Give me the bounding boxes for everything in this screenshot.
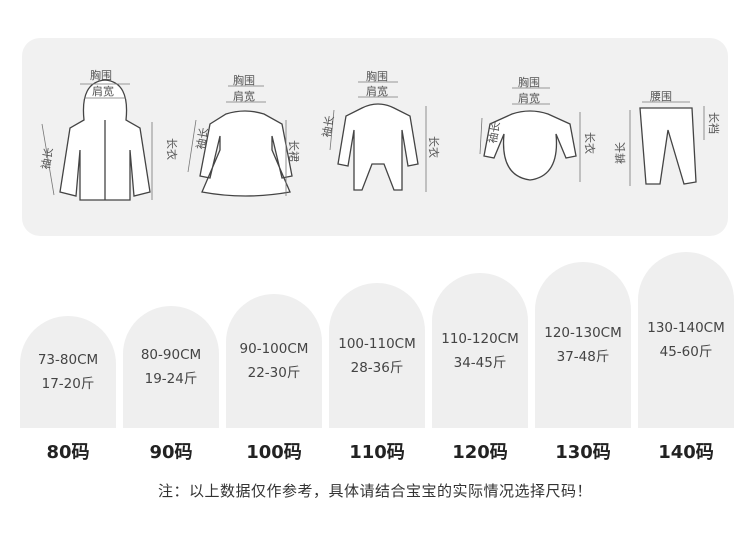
weight-range: 17-20斤 xyxy=(41,376,95,392)
size-label-90: 90码 xyxy=(149,442,193,463)
size-card-100: 90-100CM 22-30斤 xyxy=(226,294,322,428)
size-label-130: 130码 xyxy=(555,442,611,463)
size-card-90: 80-90CM 19-24斤 xyxy=(123,306,219,428)
size-card-130: 120-130CM 37-48斤 xyxy=(535,262,631,428)
size-card-110: 100-110CM 28-36斤 xyxy=(329,283,425,428)
dress-length-label: 长裙 xyxy=(287,140,300,162)
size-label-100: 100码 xyxy=(246,442,302,463)
romper-shoulder-label: 肩宽 xyxy=(366,84,388,98)
bodysuit-length-label: 长衣 xyxy=(583,132,597,154)
height-range: 100-110CM xyxy=(338,335,416,352)
romper-diagram: 胸围 肩宽 长衣 袖长 xyxy=(319,69,441,192)
size-card-140: 130-140CM 45-60斤 xyxy=(638,252,734,428)
pants-length-label: 裤长 xyxy=(613,142,627,164)
height-range: 90-100CM xyxy=(239,341,309,357)
height-range: 73-80CM xyxy=(37,352,99,368)
jacket-length-label: 长衣 xyxy=(165,138,179,160)
size-label-140: 140码 xyxy=(658,442,714,463)
bodysuit-chest-label: 胸围 xyxy=(518,75,540,89)
romper-sleeve-label: 袖长 xyxy=(319,114,337,138)
dress-chest-label: 胸围 xyxy=(233,73,255,87)
romper-chest-label: 胸围 xyxy=(366,69,388,83)
jacket-diagram: 胸围 肩宽 长衣 袖长 xyxy=(38,68,179,201)
height-range: 80-90CM xyxy=(140,347,202,363)
pants-diagram: 腰围 裤长 长裆 xyxy=(613,90,720,186)
weight-range: 22-30斤 xyxy=(247,365,301,381)
height-range: 120-130CM xyxy=(544,325,622,341)
weight-range: 37-48斤 xyxy=(556,349,610,365)
bodysuit-diagram: 胸围 肩宽 长衣 袖长 xyxy=(479,75,597,182)
bodysuit-sleeve-label: 袖长 xyxy=(485,120,503,144)
garment-diagrams: 胸围 肩宽 长衣 袖长 胸围 肩宽 长裙 袖长 胸围 肩宽 长衣 袖长 胸围 肩… xyxy=(38,68,720,201)
romper-length-label: 长衣 xyxy=(427,136,441,158)
weight-range: 19-24斤 xyxy=(144,371,198,387)
jacket-chest-label: 胸围 xyxy=(90,68,112,82)
height-range: 130-140CM xyxy=(647,320,725,336)
pants-waist-label: 腰围 xyxy=(650,90,672,103)
height-range: 110-120CM xyxy=(441,330,519,347)
weight-range: 34-45斤 xyxy=(453,354,507,371)
pants-crotch-label: 长裆 xyxy=(707,112,720,134)
size-label-120: 120码 xyxy=(452,442,508,463)
footnote: 注：以上数据仅作参考，具体请结合宝宝的实际情况选择尺码！ xyxy=(157,482,592,500)
weight-range: 28-36斤 xyxy=(350,359,404,376)
size-card-120: 110-120CM 34-45斤 xyxy=(432,273,528,428)
weight-range: 45-60斤 xyxy=(659,344,713,360)
size-label-110: 110码 xyxy=(349,442,405,463)
jacket-shoulder-label: 肩宽 xyxy=(92,84,114,98)
dress-diagram: 胸围 肩宽 长裙 袖长 xyxy=(187,73,300,197)
jacket-sleeve-label: 袖长 xyxy=(38,146,56,170)
size-card-80: 73-80CM 17-20斤 xyxy=(20,316,116,428)
size-label-80: 80码 xyxy=(46,442,90,463)
dress-sleeve-label: 袖长 xyxy=(193,126,211,150)
dress-shoulder-label: 肩宽 xyxy=(233,89,255,103)
bodysuit-shoulder-label: 肩宽 xyxy=(518,91,540,105)
